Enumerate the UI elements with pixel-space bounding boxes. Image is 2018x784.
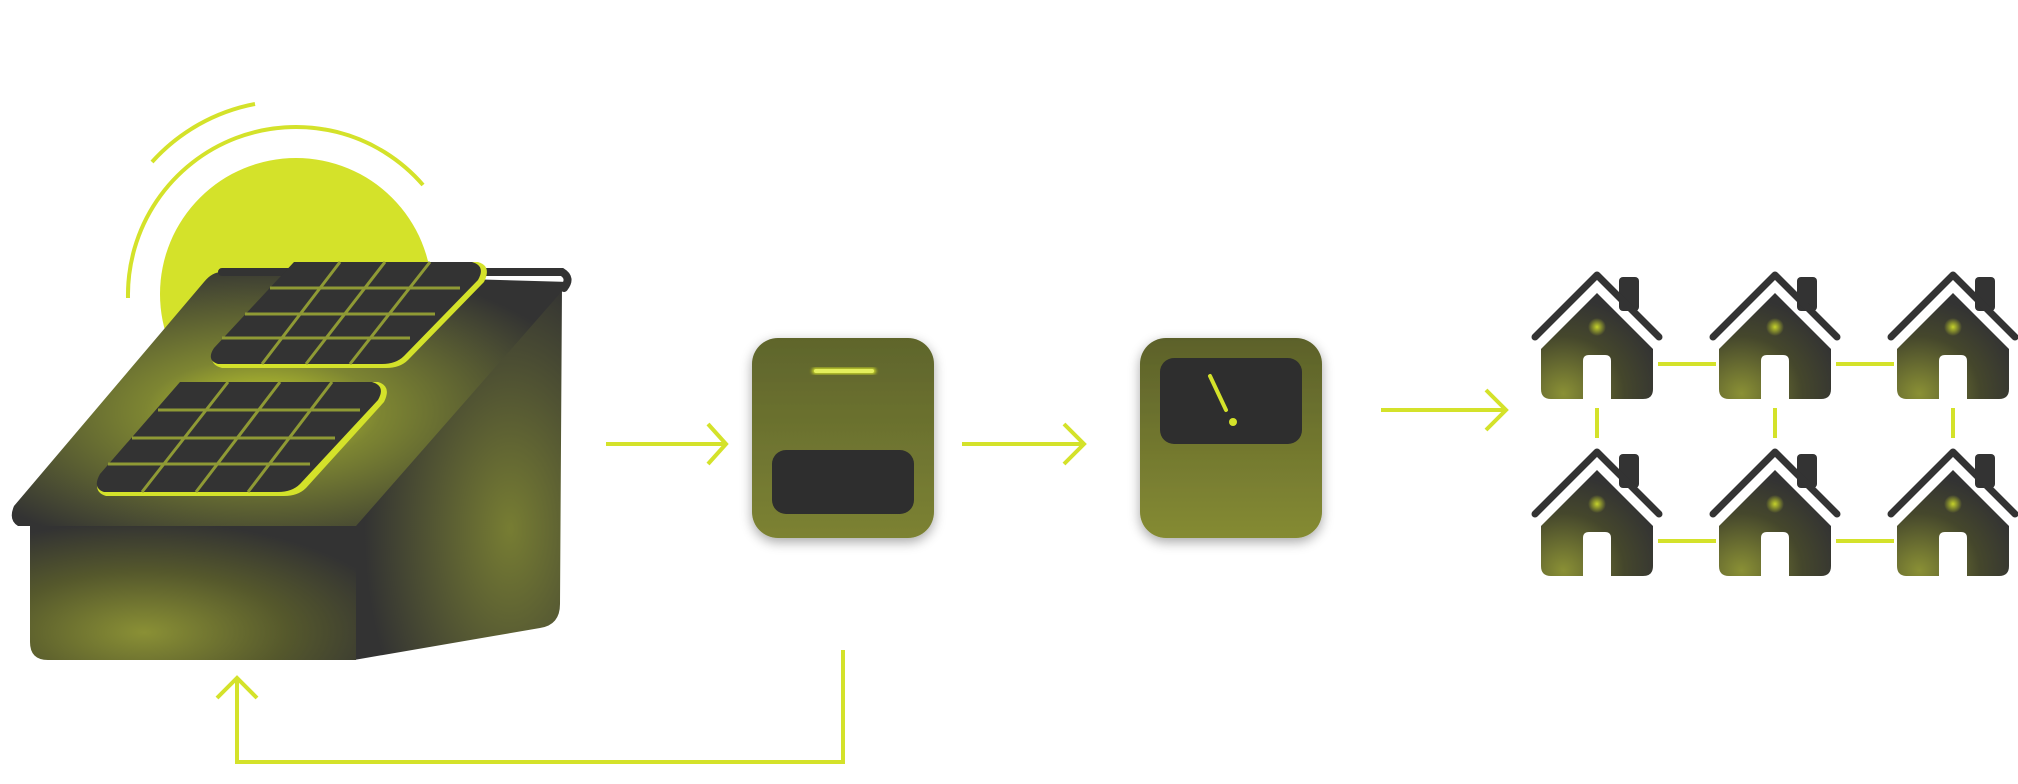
sun-ray-outer [150,102,256,164]
arrow-roof-to-battery [606,422,729,466]
house-icon [1887,448,2018,576]
meter-needle-dot [1229,418,1237,426]
house-icon [1709,448,1841,576]
roof-ridge [218,268,572,292]
flow-arrows [215,388,1509,764]
battery-indicator-core [814,369,874,373]
meter-needle [1208,374,1228,412]
house-icon [1887,271,2018,399]
house-icon [1709,271,1841,399]
roof-front-wall [30,522,356,660]
energy-meter-icon [1140,338,1322,538]
sun-ray-inner [125,124,425,299]
house-icon [1531,271,1663,399]
roof-side-wall [354,285,562,660]
battery-panel [772,450,914,514]
grid-connectors [1595,362,1955,543]
battery-storage-icon [752,338,934,538]
house-roof-solar-panel-icon [11,261,572,660]
solar-panel-upper [210,261,487,368]
arrow-meter-to-community [1381,388,1509,432]
meter-screen [1160,358,1302,444]
solar-panel-lower [96,381,387,496]
arrow-battery-return-to-roof [215,650,845,764]
community-grid [1531,271,2018,576]
arrow-battery-to-meter [962,422,1087,466]
house-icon [1531,448,1663,576]
